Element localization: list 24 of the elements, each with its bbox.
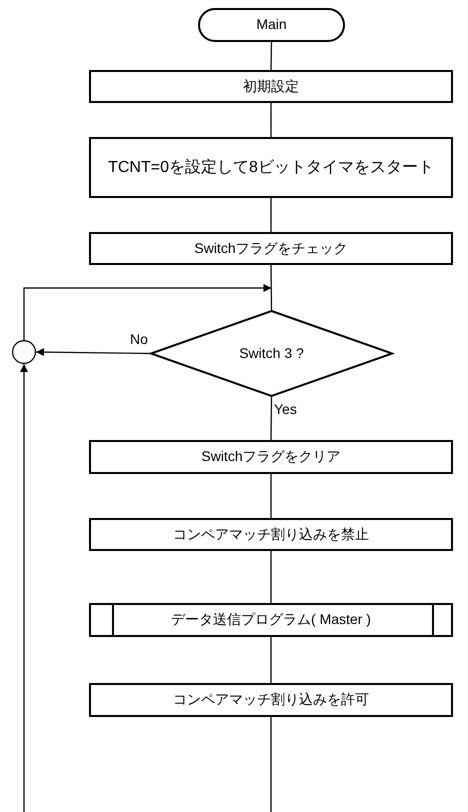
arrow (36, 348, 150, 356)
process-box (89, 70, 453, 103)
connector-circle (12, 340, 36, 364)
terminal-box (198, 8, 345, 42)
node-text: データ送信プログラム( Master ) (171, 611, 371, 629)
arrow (23, 284, 272, 340)
arrow (20, 364, 28, 812)
edge-label: No (130, 331, 148, 347)
process-box (89, 137, 453, 198)
node-text: Switchフラグをチェック (194, 240, 348, 258)
predefined-process-box (89, 603, 453, 637)
node-text: Main (256, 16, 287, 34)
decision-diamond (150, 310, 393, 397)
process-box (89, 683, 453, 717)
process-box (89, 232, 453, 265)
node-text: コンペアマッチ割り込みを許可 (173, 691, 369, 709)
node-text: Switchフラグをクリア (201, 448, 341, 466)
node-text: Switch 3 ? (239, 344, 304, 362)
edge-label: Yes (274, 401, 297, 417)
process-box (89, 518, 453, 551)
process-box (89, 440, 453, 474)
node-text: TCNT=0を設定して8ビットタイマをスタート (107, 158, 435, 178)
node-text: 初期設定 (243, 78, 299, 96)
node-text: コンペアマッチ割り込みを禁止 (173, 526, 369, 544)
